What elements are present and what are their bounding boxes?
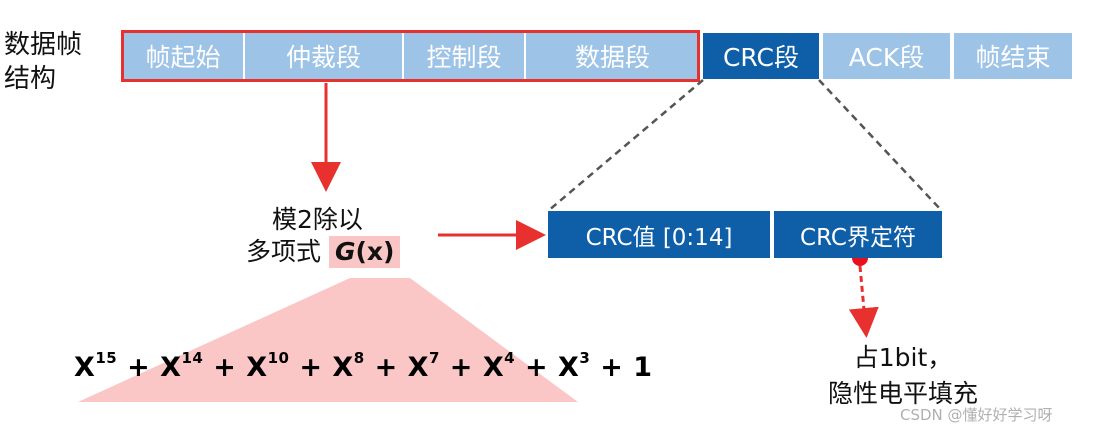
poly-term: X8: [332, 349, 365, 383]
segment-eof: 帧结束: [954, 33, 1072, 79]
expand-right-dashed: [818, 79, 943, 212]
segment-ack: ACK段: [823, 33, 950, 79]
poly-term: X15: [74, 349, 118, 383]
diagram-title: 数据帧 结构: [4, 28, 82, 96]
segment-arbitration: 仲裁段: [245, 33, 402, 79]
crc-polynomial: X15 + X14 + X10 + X8 + X7 + X4 + X3 + 1: [74, 349, 653, 383]
delimiter-note: 占1bit， 隐性电平填充: [818, 340, 988, 412]
generator-symbol: G(x): [328, 236, 401, 268]
watermark: CSDN @懂好好学习呀: [900, 406, 1053, 424]
segment-label: 帧起始: [145, 43, 221, 72]
poly-constant: 1: [633, 352, 653, 383]
delimiter-note-line-1: 占1bit，: [853, 343, 953, 372]
generator-g-letter: G: [334, 237, 356, 266]
delimiter-note-line-2: 隐性电平填充: [827, 379, 978, 408]
poly-term: X7: [407, 349, 440, 383]
generator-arg: (x): [355, 237, 395, 266]
delimiter-dashed-arrow: [848, 265, 879, 338]
crc-coverage-highlight: [121, 30, 700, 82]
segment-label: 控制段: [426, 43, 502, 72]
poly-term: X4: [482, 349, 516, 383]
expand-left-dashed: [547, 79, 704, 212]
title-line-1: 数据帧: [4, 30, 83, 60]
generator-line-2: 多项式 G(x): [246, 236, 436, 268]
segment-control: 控制段: [404, 33, 524, 79]
poly-term: X14: [160, 349, 204, 383]
poly-term: X10: [246, 349, 290, 383]
segment-crc: CRC段: [703, 33, 819, 79]
crc-delimiter-box: CRC界定符: [774, 211, 942, 258]
segment-label: 数据段: [574, 43, 650, 72]
segment-sof: 帧起始: [123, 33, 243, 79]
segment-label: CRC段: [722, 43, 800, 72]
polynomial-triangle: [78, 278, 578, 402]
generator-line-1: 模2除以: [272, 205, 363, 234]
crc-value-label: CRC值 [0:14]: [585, 224, 733, 251]
generator-caption: 模2除以 多项式 G(x): [246, 204, 436, 268]
segment-label: 帧结束: [975, 43, 1051, 72]
crc-value-box: CRC值 [0:14]: [548, 211, 770, 258]
segment-label: ACK段: [848, 43, 925, 72]
poly-term: X3: [558, 349, 591, 383]
segment-data: 数据段: [526, 33, 699, 79]
crc-delimiter-label: CRC界定符: [800, 224, 916, 251]
segment-label: 仲裁段: [285, 43, 361, 72]
generator-prefix: 多项式: [246, 237, 322, 266]
title-line-2: 结构: [4, 64, 57, 94]
